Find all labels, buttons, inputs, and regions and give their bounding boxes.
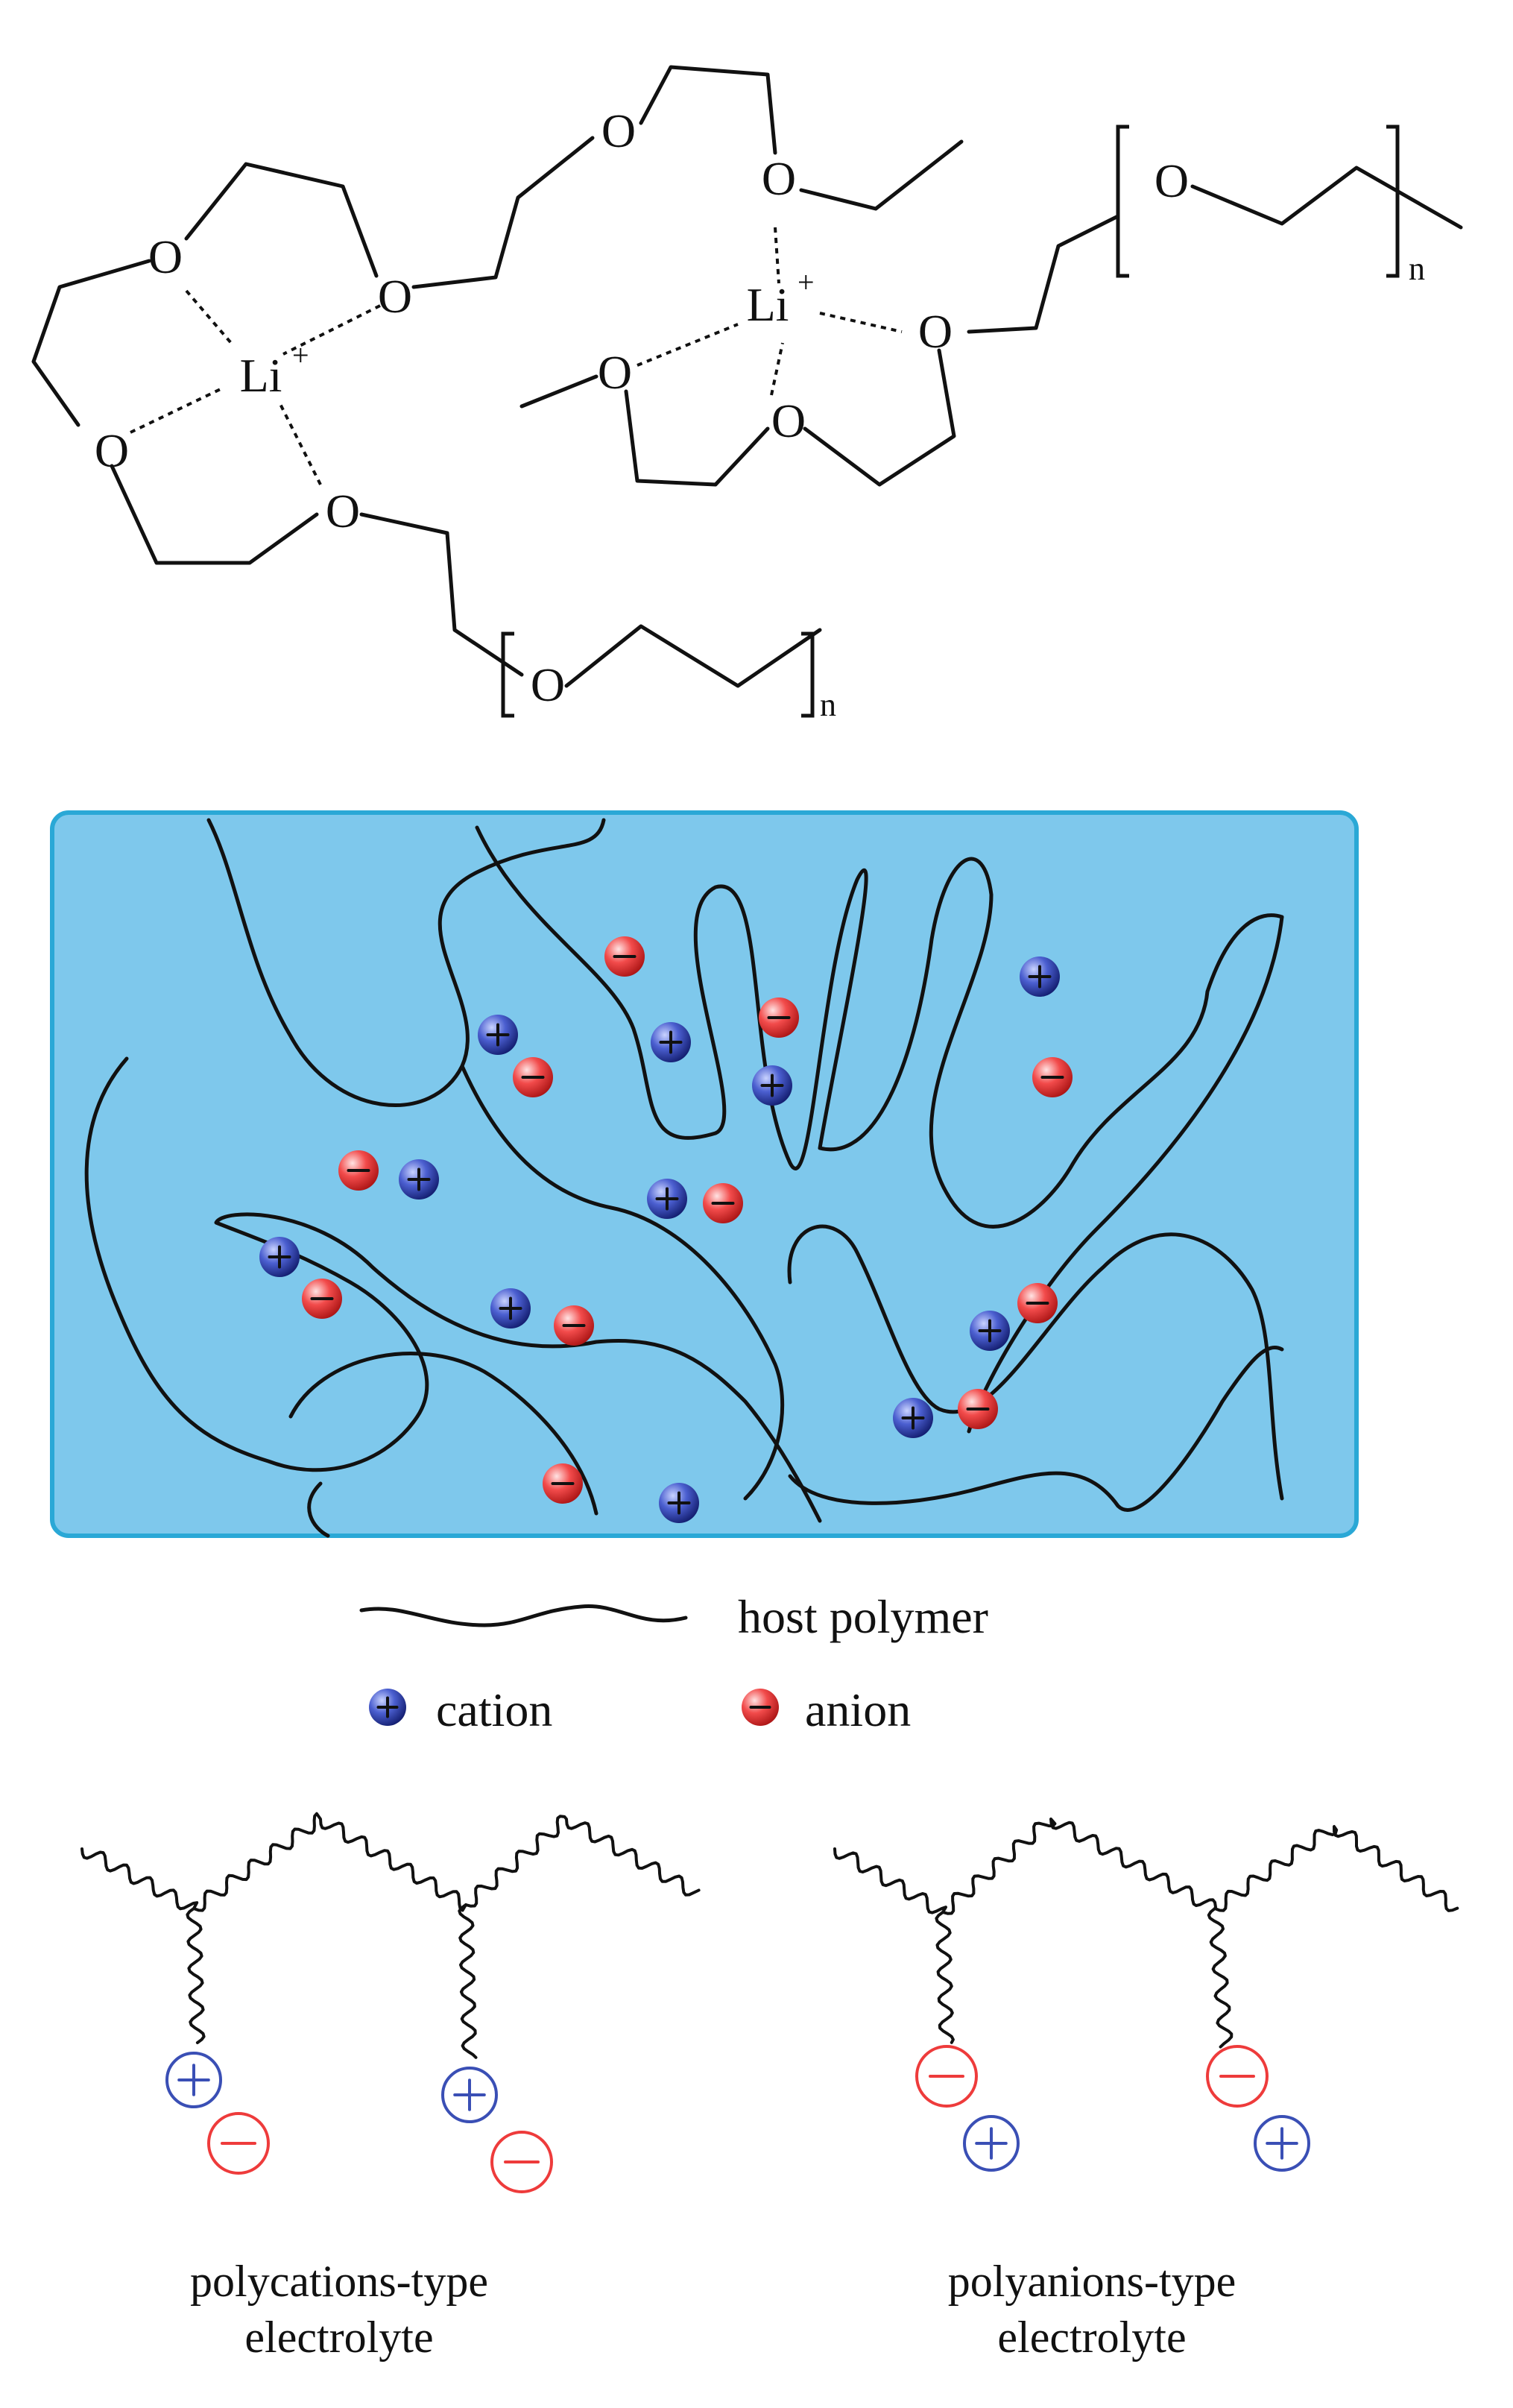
host-polymer-chain — [84, 1056, 822, 1523]
cation-ion — [369, 1689, 406, 1726]
polycation-caption-line2: electrolyte — [244, 2313, 433, 2362]
lithium-atom-label: Li — [240, 349, 282, 402]
cation-ion — [752, 1065, 792, 1106]
polyanion-caption-line2: electrolyte — [997, 2313, 1186, 2362]
cation-ion — [399, 1159, 439, 1200]
anion-ion — [1032, 1057, 1073, 1097]
oxygen-atom-label: O — [771, 394, 806, 447]
lithium-charge-label: + — [292, 338, 309, 372]
fixed-cation-symbol — [963, 2115, 1020, 2172]
cation-ion — [478, 1015, 518, 1055]
host-polymer-chain — [460, 1064, 785, 1501]
cation-ion — [1020, 956, 1060, 997]
legend-host-polymer-line — [359, 1604, 688, 1627]
anion-ion — [513, 1057, 553, 1097]
ionomer-backbones — [80, 1812, 1459, 2059]
ionomer-panel: polycations-type electrolyte polyanions-… — [80, 1812, 1459, 2362]
oxygen-atom-label: O — [148, 230, 183, 283]
legend-cation-label: cation — [436, 1683, 552, 1736]
wavy-polymer-chain — [1207, 1907, 1234, 2049]
host-polymer-chain — [787, 1224, 1284, 1501]
cation-ion — [259, 1237, 300, 1277]
oxygen-atom-label: O — [378, 270, 412, 323]
fixed-anion-symbol — [1206, 2045, 1269, 2108]
polyanion-caption-line1: polyanions-type — [948, 2257, 1236, 2306]
fixed-cation-symbol — [441, 2067, 498, 2123]
fixed-anion-symbol — [490, 2131, 553, 2193]
anion-ion — [543, 1463, 583, 1504]
host-polymer-chain — [967, 915, 1284, 1434]
host-polymer-chain — [788, 1346, 1284, 1512]
anion-ion — [302, 1279, 342, 1319]
cation-ion — [647, 1179, 687, 1219]
oxygen-atom-label: O — [95, 424, 129, 477]
ions-layer — [259, 936, 1073, 1523]
cation-ion — [893, 1398, 933, 1438]
anion-ion — [703, 1183, 743, 1223]
li-coordination-structure: O O O O O O O O O O O Li + Li + n n — [31, 65, 1463, 723]
coordination-bonds — [130, 227, 903, 485]
lithium-charge-label: + — [797, 265, 815, 299]
left-complex-bonds — [31, 136, 595, 677]
anion-ion — [1017, 1283, 1058, 1323]
ionomer-charges — [165, 2045, 1310, 2193]
anion-ion — [958, 1389, 998, 1429]
legend-anion-label: anion — [805, 1683, 911, 1736]
anion-ion — [554, 1305, 594, 1346]
fixed-cation-symbol — [1254, 2115, 1310, 2172]
polymer-matrix-box — [50, 810, 1359, 1538]
wavy-polymer-chain — [80, 1812, 701, 1912]
polycation-caption-line1: polycations-type — [190, 2257, 488, 2306]
oxygen-atom-label: O — [598, 346, 632, 399]
oxygen-atom-label: O — [1155, 154, 1189, 207]
host-polymer-chain — [475, 825, 1284, 1229]
fixed-anion-symbol — [207, 2112, 270, 2175]
wavy-polymer-chain — [458, 1903, 478, 2059]
cation-ion — [659, 1483, 699, 1523]
legend-host-polymer-label: host polymer — [738, 1590, 988, 1643]
wavy-polymer-chain — [186, 1907, 206, 2044]
repeat-brackets — [501, 125, 1400, 718]
oxygen-atom-label: O — [918, 305, 953, 358]
host-polymer-chain — [307, 1481, 330, 1538]
anion-ion — [604, 936, 645, 977]
anion-ion — [759, 997, 799, 1038]
polymer-matrix-panel — [50, 810, 1359, 1538]
anion-ion — [338, 1150, 379, 1191]
legend: host polymer cation anion — [359, 1590, 988, 1736]
oxygen-atom-label: O — [326, 485, 360, 538]
repeat-subscript: n — [1409, 250, 1425, 287]
repeat-subscript: n — [820, 687, 836, 723]
legend-cation-symbol — [369, 1689, 406, 1726]
right-complex-bonds — [519, 65, 1463, 688]
host-polymer-chains — [84, 818, 1284, 1538]
host-polymer-chain — [288, 1352, 598, 1516]
wavy-polymer-chain — [833, 1818, 1459, 1915]
atom-labels: O O O O O O O O O O O Li + Li + n n — [95, 104, 1425, 723]
fixed-anion-symbol — [915, 2045, 978, 2108]
legend-anion-symbol — [742, 1689, 779, 1726]
cation-ion — [970, 1311, 1010, 1351]
lithium-atom-label: Li — [747, 278, 789, 331]
cation-ion — [490, 1288, 531, 1329]
oxygen-atom-label: O — [762, 152, 796, 205]
cation-ion — [651, 1022, 691, 1062]
fixed-cation-symbol — [165, 2052, 222, 2108]
oxygen-atom-label: O — [531, 658, 565, 711]
anion-ion — [742, 1689, 779, 1726]
oxygen-atom-label: O — [601, 104, 636, 157]
wavy-polymer-chain — [935, 1911, 955, 2044]
